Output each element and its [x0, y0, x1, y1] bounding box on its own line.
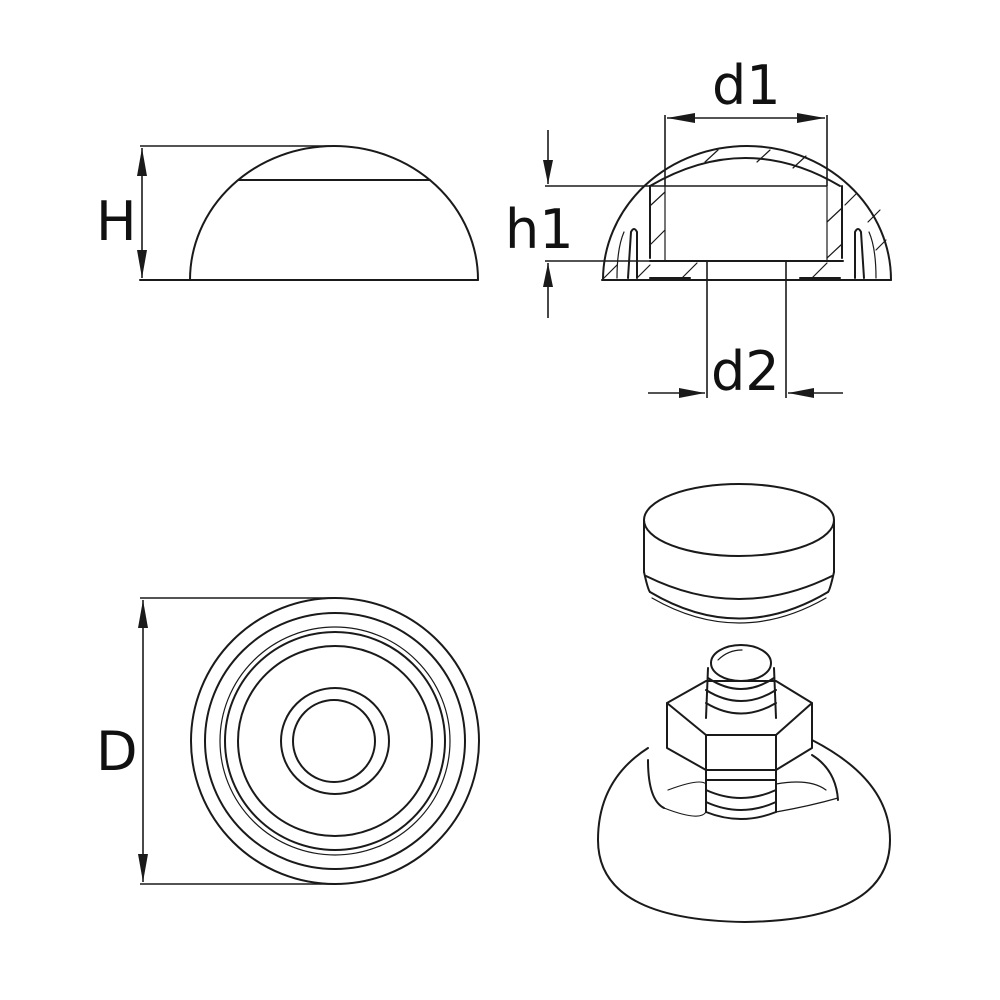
- isometric-exploded-view: [597, 483, 891, 923]
- arrowhead-up: [138, 600, 148, 628]
- top-view: D: [96, 597, 480, 885]
- arrowhead-down: [543, 160, 553, 184]
- inner-arc-left: [616, 231, 625, 279]
- label-d1: d1: [712, 54, 781, 117]
- concentric-rings: [190, 597, 480, 885]
- side-view: H: [96, 145, 479, 281]
- threaded-stud: [705, 644, 777, 719]
- arrowhead-down: [137, 250, 147, 278]
- hex-nut: [666, 680, 813, 781]
- slot-left: [627, 228, 638, 279]
- dome-base: [597, 739, 891, 923]
- arrowhead-right: [679, 388, 705, 398]
- slot-right: [854, 228, 865, 279]
- section-hatching: [603, 149, 887, 279]
- label-d2: d2: [711, 340, 780, 403]
- stud-lower-thread: [705, 779, 777, 820]
- dome-outline: [189, 145, 479, 281]
- section-view: d1 h1: [505, 54, 892, 403]
- cap-insert: [643, 483, 835, 624]
- label-D: D: [96, 720, 138, 783]
- inner-arc-right: [868, 231, 877, 279]
- dome-outer: [602, 145, 892, 281]
- label-H: H: [96, 190, 137, 253]
- arrowhead-left: [667, 113, 695, 123]
- label-h1: h1: [505, 198, 574, 261]
- dome-inner: [649, 157, 841, 187]
- arrowhead-up: [137, 148, 147, 176]
- arrowhead-right: [797, 113, 825, 123]
- arrowhead-up: [543, 263, 553, 287]
- arrowhead-left: [788, 388, 814, 398]
- arrowhead-down: [138, 854, 148, 882]
